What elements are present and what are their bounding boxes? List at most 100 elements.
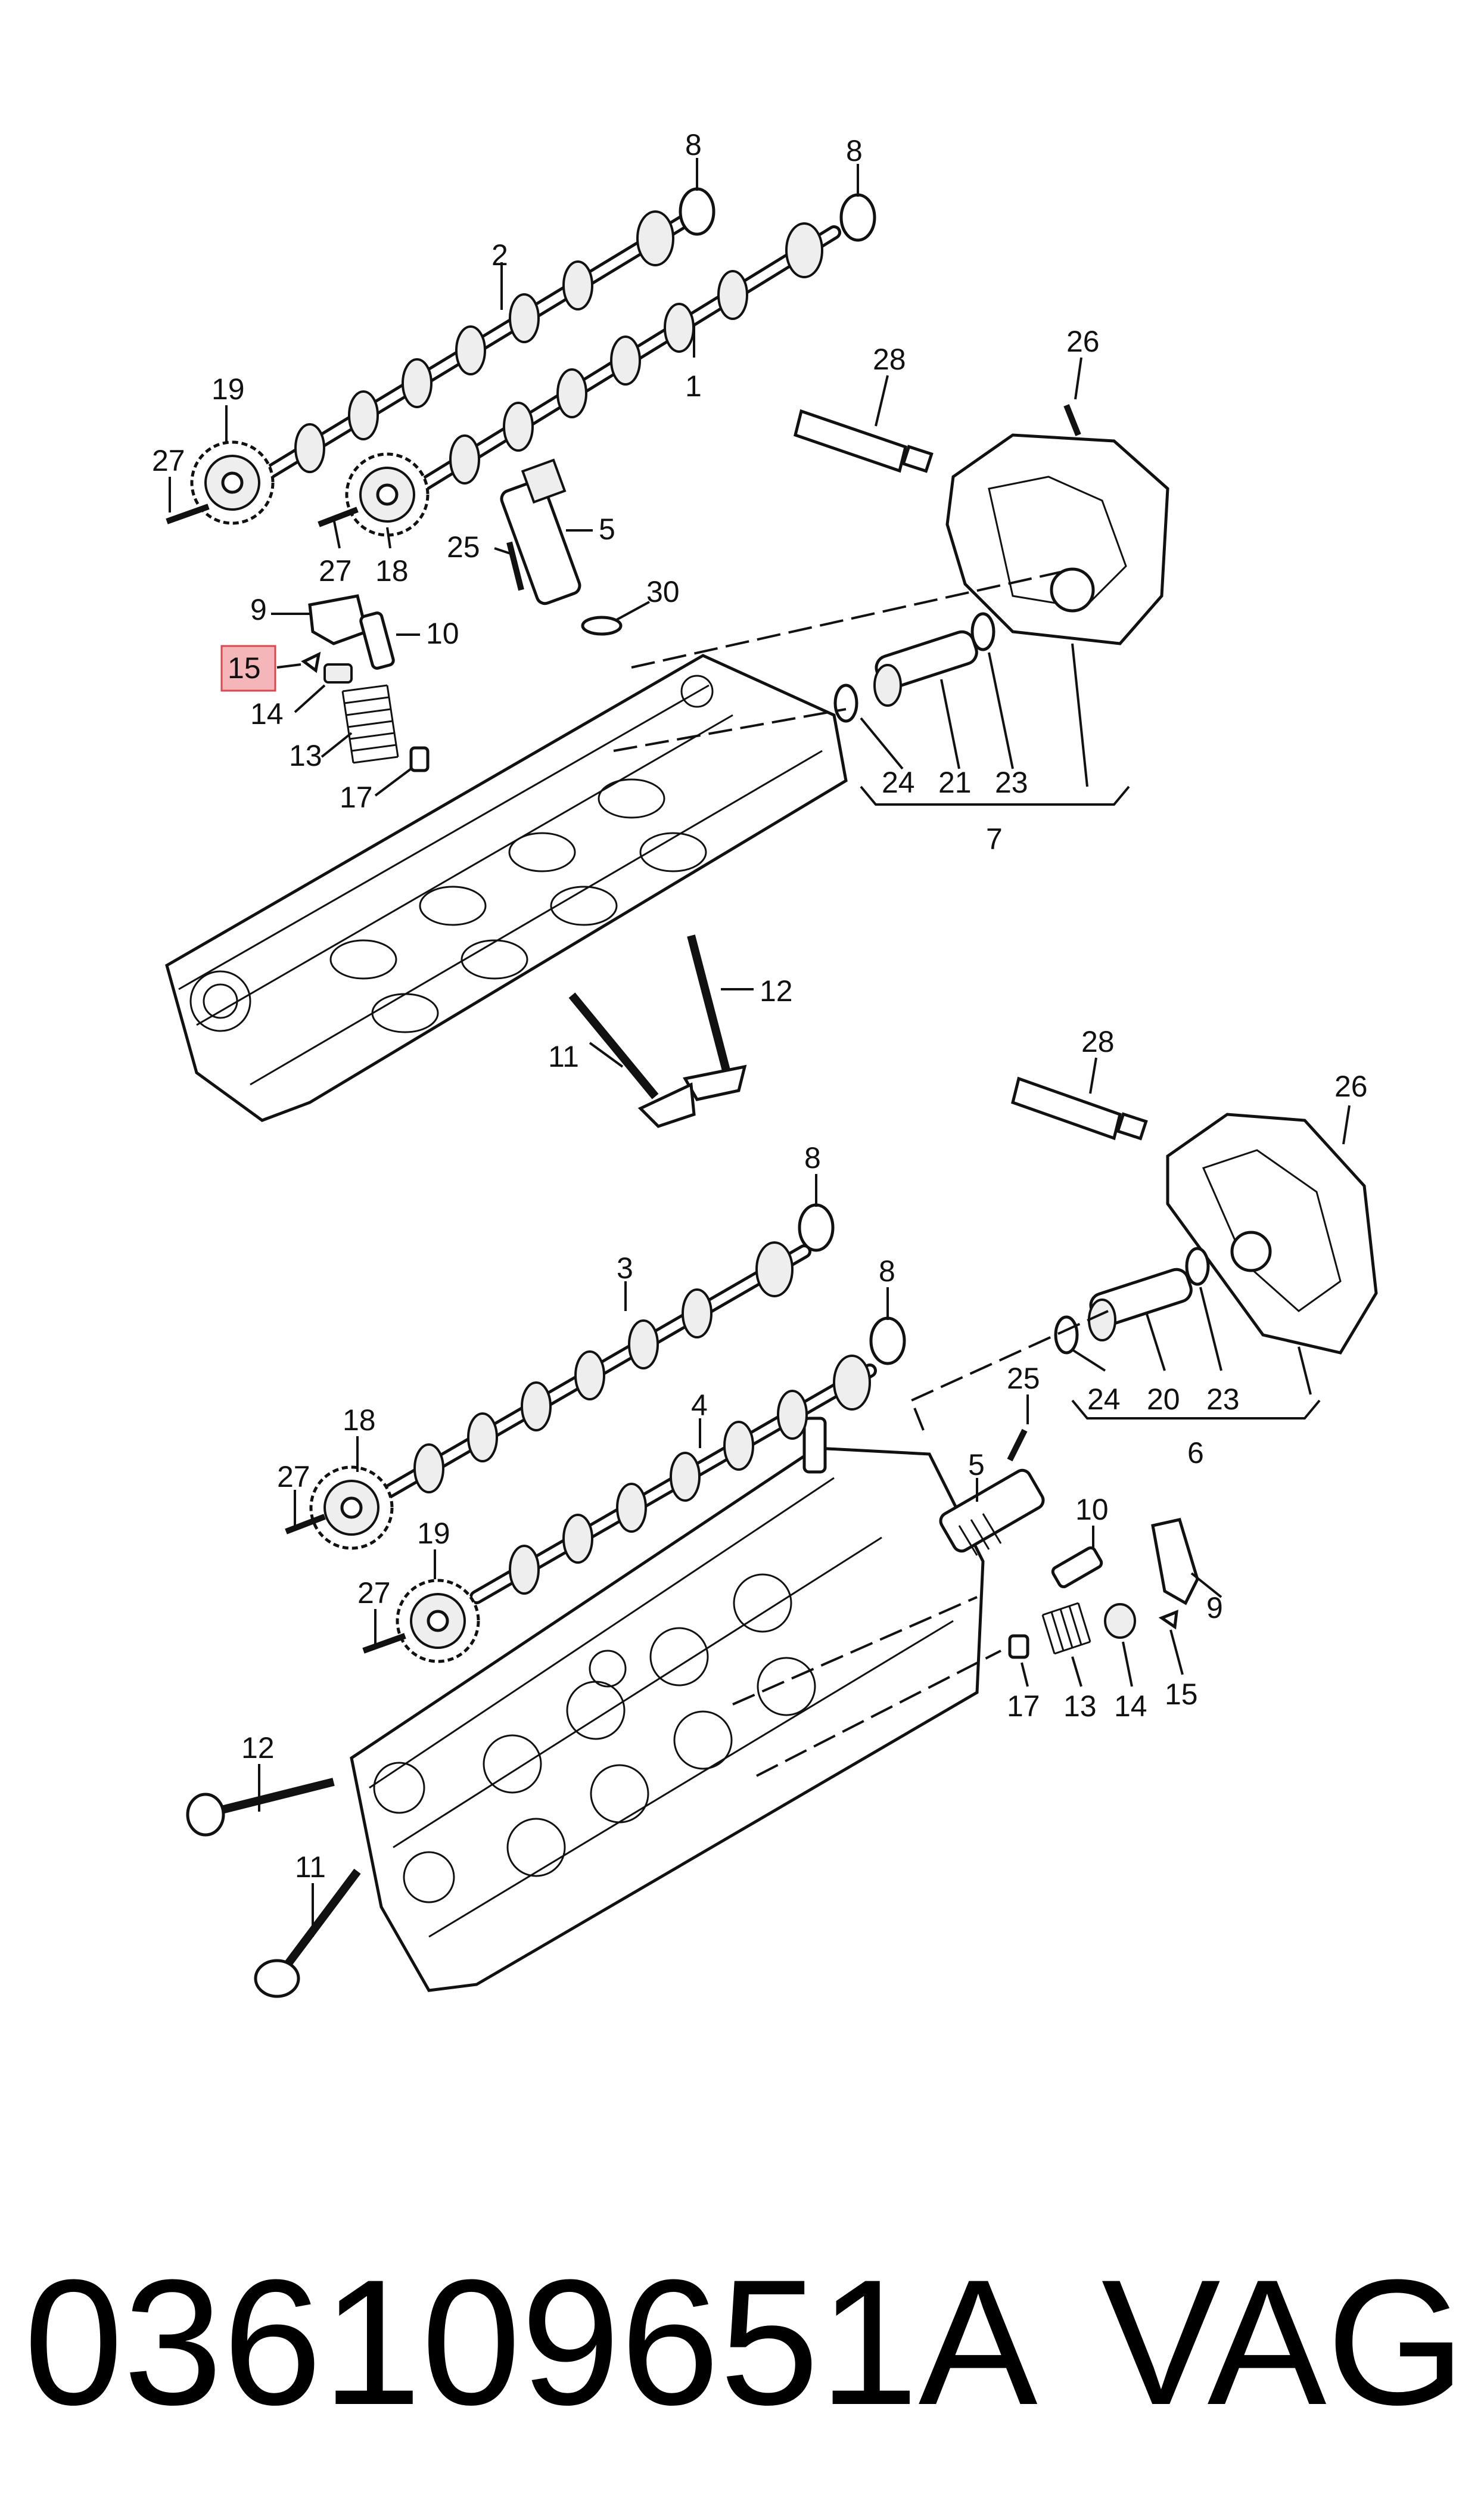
callout-3: 3 [617,1251,633,1285]
seal-30 [581,616,623,636]
callout-8: 8 [804,1141,821,1175]
callout-14: 14 [250,697,284,731]
callout-11: 11 [295,1850,326,1884]
callout-18: 18 [343,1403,376,1437]
o-ring-23-lower [1185,1247,1210,1286]
sprocket-19-lower [396,1579,480,1663]
camshaft-3 [374,1241,811,1503]
adjuster-piston-20 [1088,1268,1193,1341]
callout-9: 9 [250,593,267,626]
seal-ring-8-c [798,1203,835,1252]
bolt-27-c [285,1514,326,1535]
callout-21: 21 [938,766,972,799]
seal-ring-8-b [839,193,876,242]
screw-25-lower [1007,1428,1028,1462]
callout-30: 30 [646,575,680,608]
callout-11: 11 [548,1040,579,1073]
sealing-paste-tube-28-upper [794,409,934,473]
bolt-27-d [362,1633,406,1654]
callout-23: 23 [1206,1383,1240,1416]
callout-25: 25 [1007,1362,1040,1395]
breather-fitting [802,1417,827,1474]
callout-28: 28 [873,343,906,376]
spring-retainer-14-upper [323,663,353,684]
callout-4: 4 [691,1389,708,1422]
bolt-26-upper [1063,404,1081,436]
callout-19: 19 [211,372,245,406]
callout-20: 20 [1147,1383,1180,1416]
roller-rocker-9-lower [1151,1518,1199,1605]
exhaust-valve-12-lower [186,1778,335,1837]
callout-13: 13 [1063,1689,1097,1723]
cylinder-head-upper [165,654,848,1122]
callout-17: 17 [1007,1689,1040,1723]
sprocket-18-lower [309,1465,394,1550]
cover-7-upper [945,433,1169,645]
callout-26: 26 [1066,325,1100,358]
valve-stem-seal-17-lower [1008,1634,1029,1659]
callout-10: 10 [426,617,459,650]
camshaft-1 [410,222,841,496]
camshaft-4 [469,1355,877,1604]
lower-cylinder-head-assembly [186,1057,1378,1998]
callout-15: 15 [228,651,261,685]
intake-valve-11-lower [254,1868,361,1998]
callout-8: 8 [846,134,863,167]
screw-25-upper [506,541,524,591]
spring-retainer-14-lower [1104,1603,1136,1639]
callout-13: 13 [289,739,322,772]
o-ring-23-upper [970,612,995,651]
callout-7: 7 [986,822,1003,856]
callout-10: 10 [1075,1493,1109,1526]
callout-27: 27 [152,444,185,477]
callout-27: 27 [319,554,352,588]
exhaust-valve-12-upper [683,934,747,1101]
sprocket-19-upper [190,440,275,525]
callout-27: 27 [277,1460,310,1493]
callout-12: 12 [760,974,793,1008]
callout-25: 25 [447,530,480,564]
callout-23: 23 [995,766,1028,799]
callout-17: 17 [340,781,373,814]
callout-24: 24 [1087,1383,1121,1416]
callout-27: 27 [357,1576,391,1610]
callout-6: 6 [1187,1436,1204,1470]
hydraulic-lifter-10-upper [359,611,395,670]
cover-6-lower [1166,1113,1378,1355]
callout-18: 18 [375,554,409,588]
callout-2: 2 [491,238,508,272]
valve-cotter-15-upper [301,651,321,673]
seal-ring-8-a [679,187,715,236]
callout-14: 14 [1114,1689,1147,1723]
intake-valve-11-upper [568,992,696,1128]
callout-19: 19 [417,1517,450,1550]
bolt-27-a [166,504,210,524]
upper-cylinder-head-assembly [165,158,1169,1128]
callout-15: 15 [1165,1678,1198,1711]
camshaft-2 [255,210,692,484]
seal-ring-8-d [869,1316,906,1365]
callout-1: 1 [685,369,702,403]
brand-name: VAG [1101,2242,1466,2442]
callout-28: 28 [1081,1025,1115,1058]
o-ring-24-lower [1054,1315,1079,1355]
adjuster-piston-21 [873,630,978,707]
bolt-27-b [318,507,359,527]
sealing-paste-tube-28-lower [1011,1076,1148,1141]
camshaft-adjuster-valve-5-lower [939,1468,1045,1556]
callout-8: 8 [685,128,702,161]
roller-rocker-9-upper [308,594,368,645]
valve-spring-13-upper [341,684,399,764]
camshaft-adjuster-valve-5-upper [500,458,581,605]
callout-24: 24 [882,766,915,799]
callout-5: 5 [968,1448,985,1481]
part-number: 036109651A [24,2242,1038,2442]
footer: 036109651A VAG [24,2229,1466,2455]
sprocket-18-upper [345,452,430,537]
valve-spring-13-lower [1041,1602,1091,1655]
valve-stem-seal-17-upper [409,746,430,772]
exploded-parts-diagram: 8 8 2 1 19 27 27 18 28 26 5 25 30 9 10 1… [152,128,1378,1998]
callout-labels: 8 8 2 1 19 27 27 18 28 26 5 25 30 9 10 1… [152,128,1368,1884]
highlight-box [220,645,276,692]
callout-8: 8 [879,1254,895,1288]
